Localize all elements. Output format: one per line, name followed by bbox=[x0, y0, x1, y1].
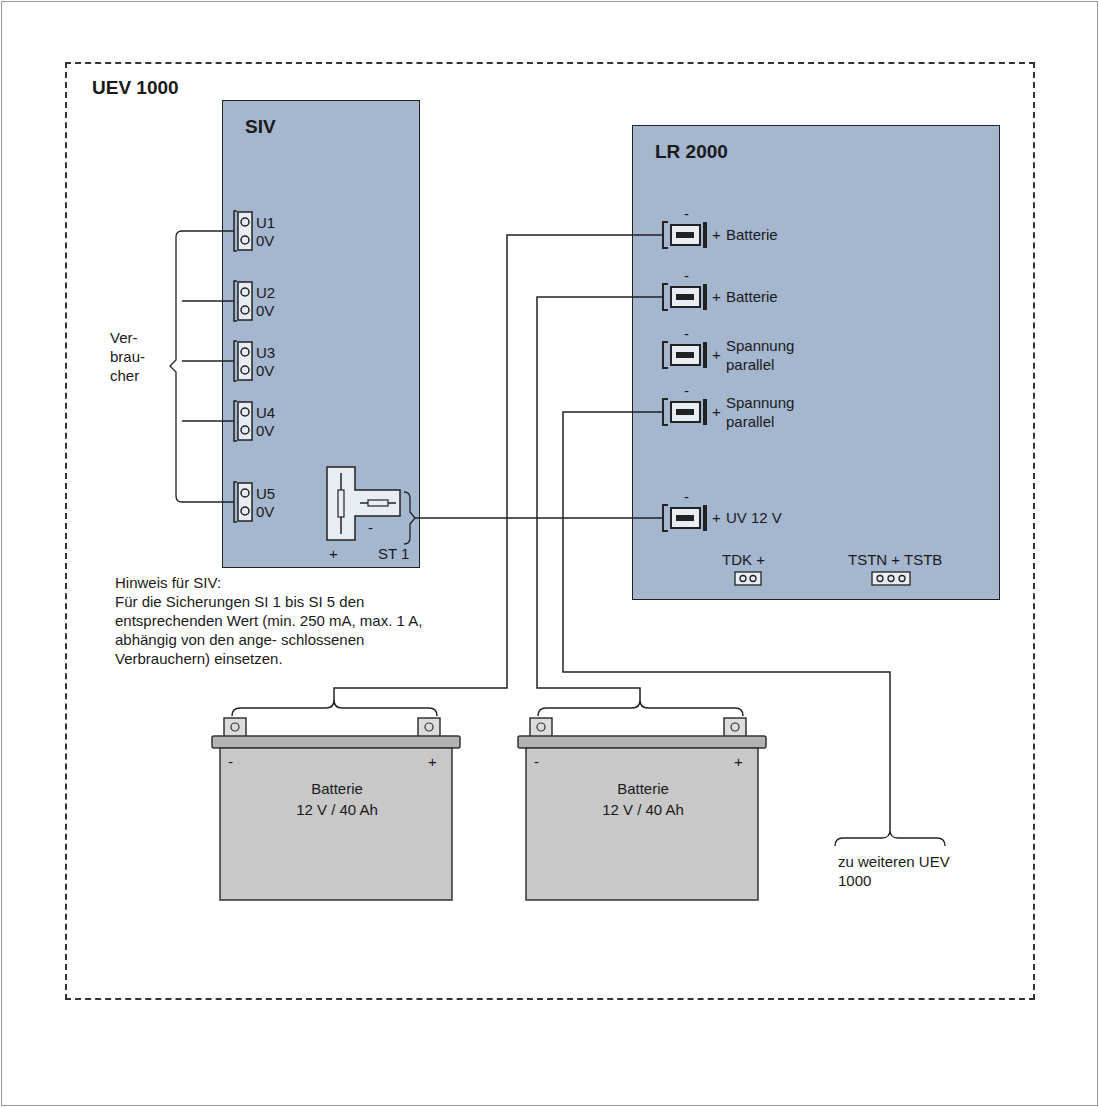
note-heading: Hinweis für SIV: bbox=[115, 573, 221, 592]
battery-text: 12 V / 40 Ah bbox=[518, 799, 768, 820]
note-text: zu weiteren UEV 1000 bbox=[838, 852, 950, 890]
terminal-label: U1 bbox=[256, 213, 275, 232]
terminal-label: 0V bbox=[256, 231, 274, 250]
connector-label: Batterie bbox=[726, 225, 778, 244]
terminal-label: 0V bbox=[256, 361, 274, 380]
battery-symbol bbox=[212, 700, 766, 900]
wire-connector bbox=[420, 517, 632, 519]
polarity-label: - bbox=[684, 324, 689, 343]
box-heading: SIV bbox=[245, 115, 397, 139]
pin-label: TSTN + TSTB bbox=[848, 550, 942, 569]
polarity-label: - bbox=[368, 518, 373, 537]
polarity-label: + bbox=[712, 402, 721, 421]
polarity-label: + bbox=[734, 752, 743, 771]
box-heading: LR 2000 bbox=[655, 140, 977, 164]
wire-connector bbox=[334, 235, 632, 700]
connector-label: UV 12 V bbox=[726, 508, 782, 527]
polarity-label: + bbox=[712, 287, 721, 306]
polarity-label: + bbox=[329, 544, 338, 563]
plug-connector bbox=[632, 222, 707, 531]
terminal-label: U3 bbox=[256, 343, 275, 362]
battery-box: Batterie12 V / 40 Ah bbox=[518, 700, 768, 903]
polarity-label: - bbox=[684, 487, 689, 506]
box-heading: UEV 1000 bbox=[92, 76, 1008, 100]
connector-label: Batterie bbox=[726, 287, 778, 306]
note-text: Für die Sicherungen SI 1 bis SI 5 den en… bbox=[115, 592, 450, 668]
battery-text: Batterie bbox=[212, 778, 462, 799]
terminal-label: 0V bbox=[256, 502, 274, 521]
polarity-label: + bbox=[712, 508, 721, 527]
pin-label: TDK + bbox=[722, 550, 765, 569]
terminal-label: U4 bbox=[256, 403, 275, 422]
consumer-label: Ver- brau- cher bbox=[110, 328, 145, 385]
fuse-connector bbox=[327, 467, 420, 544]
battery-text: 12 V / 40 Ah bbox=[212, 799, 462, 820]
terminal-label: 0V bbox=[256, 301, 274, 320]
polarity-label: - bbox=[228, 752, 233, 771]
pin-header bbox=[735, 572, 910, 585]
battery-text: Batterie bbox=[518, 778, 768, 799]
connector-label: Spannung parallel bbox=[726, 393, 816, 431]
polarity-label: + bbox=[428, 752, 437, 771]
terminal-label: U5 bbox=[256, 484, 275, 503]
polarity-label: - bbox=[684, 381, 689, 400]
polarity-label: + bbox=[712, 225, 721, 244]
lr-fill bbox=[632, 125, 1000, 600]
charger-box: LR 2000 bbox=[632, 125, 1000, 600]
polarity-label: - bbox=[684, 204, 689, 223]
connector-label: Spannung parallel bbox=[726, 336, 816, 374]
polarity-label: - bbox=[684, 266, 689, 285]
polarity-label: + bbox=[712, 345, 721, 364]
siv-fill bbox=[222, 100, 420, 568]
consumer-brace bbox=[170, 231, 234, 502]
connector-label: ST 1 bbox=[378, 544, 409, 563]
battery-box: Batterie12 V / 40 Ah bbox=[212, 700, 462, 903]
wire-connector bbox=[537, 297, 640, 700]
fuse-board-box: SIV bbox=[222, 100, 420, 568]
terminal-label: 0V bbox=[256, 421, 274, 440]
terminal-label: U2 bbox=[256, 283, 275, 302]
polarity-label: - bbox=[534, 752, 539, 771]
terminal-block bbox=[234, 211, 252, 522]
